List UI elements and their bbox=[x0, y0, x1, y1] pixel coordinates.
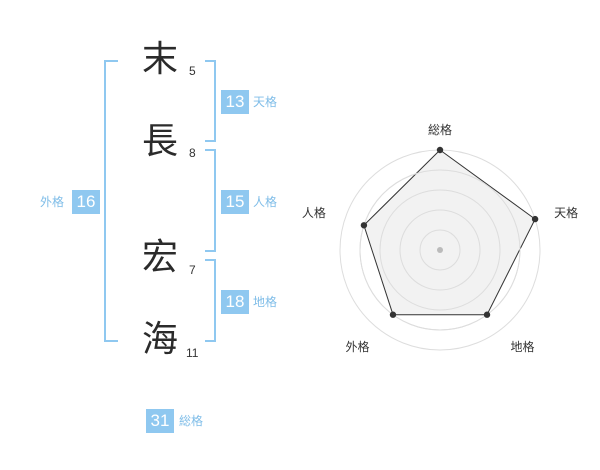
radar-axis-label-4: 外格 bbox=[345, 339, 369, 354]
jinkaku-value: 15 bbox=[221, 190, 249, 214]
tenkaku-label: 天格 bbox=[253, 95, 278, 109]
radar-axis-label-1: 総格 bbox=[428, 122, 452, 137]
chikaku-value: 18 bbox=[221, 290, 249, 314]
radar-point-3 bbox=[483, 311, 491, 318]
name-char-2: 長 bbox=[141, 121, 178, 162]
gaikaku-label: 外格 bbox=[40, 195, 65, 209]
tenkaku-bracket bbox=[205, 60, 216, 142]
radar-grid-ring-overlay-3 bbox=[379, 189, 501, 311]
stroke-count-3: 7 bbox=[189, 263, 196, 277]
chikaku-bracket bbox=[205, 259, 216, 342]
soukaku-label: 総格 bbox=[179, 414, 204, 428]
tenkaku-value: 13 bbox=[221, 90, 249, 114]
radar-axis-label-2: 天格 bbox=[554, 205, 578, 220]
stroke-count-2: 8 bbox=[189, 146, 196, 160]
radar-grid-ring-overlay-4 bbox=[359, 169, 521, 331]
radar-point-4 bbox=[389, 311, 397, 318]
jinkaku-label: 人格 bbox=[253, 195, 278, 209]
soukaku-value: 31 bbox=[146, 409, 174, 433]
name-char-1: 末 bbox=[141, 39, 178, 80]
stroke-count-1: 5 bbox=[189, 64, 196, 78]
stroke-count-4: 11 bbox=[186, 346, 199, 360]
name-char-4: 海 bbox=[141, 319, 178, 360]
radar-grid-ring-overlay-1 bbox=[419, 229, 461, 271]
jinkaku-bracket bbox=[205, 149, 216, 252]
radar-axis-label-5: 人格 bbox=[302, 205, 326, 220]
radar-point-2 bbox=[531, 215, 539, 223]
radar-point-1 bbox=[436, 146, 444, 154]
chikaku-label: 地格 bbox=[253, 295, 278, 309]
radar-center-point bbox=[437, 247, 443, 253]
gaikaku-bracket bbox=[104, 60, 118, 342]
gaikaku-value: 16 bbox=[72, 190, 100, 214]
name-char-3: 宏 bbox=[141, 237, 178, 278]
radar-grid-ring-overlay-2 bbox=[399, 209, 481, 291]
radar-point-5 bbox=[360, 222, 368, 229]
radar-axis-label-3: 地格 bbox=[511, 339, 535, 354]
